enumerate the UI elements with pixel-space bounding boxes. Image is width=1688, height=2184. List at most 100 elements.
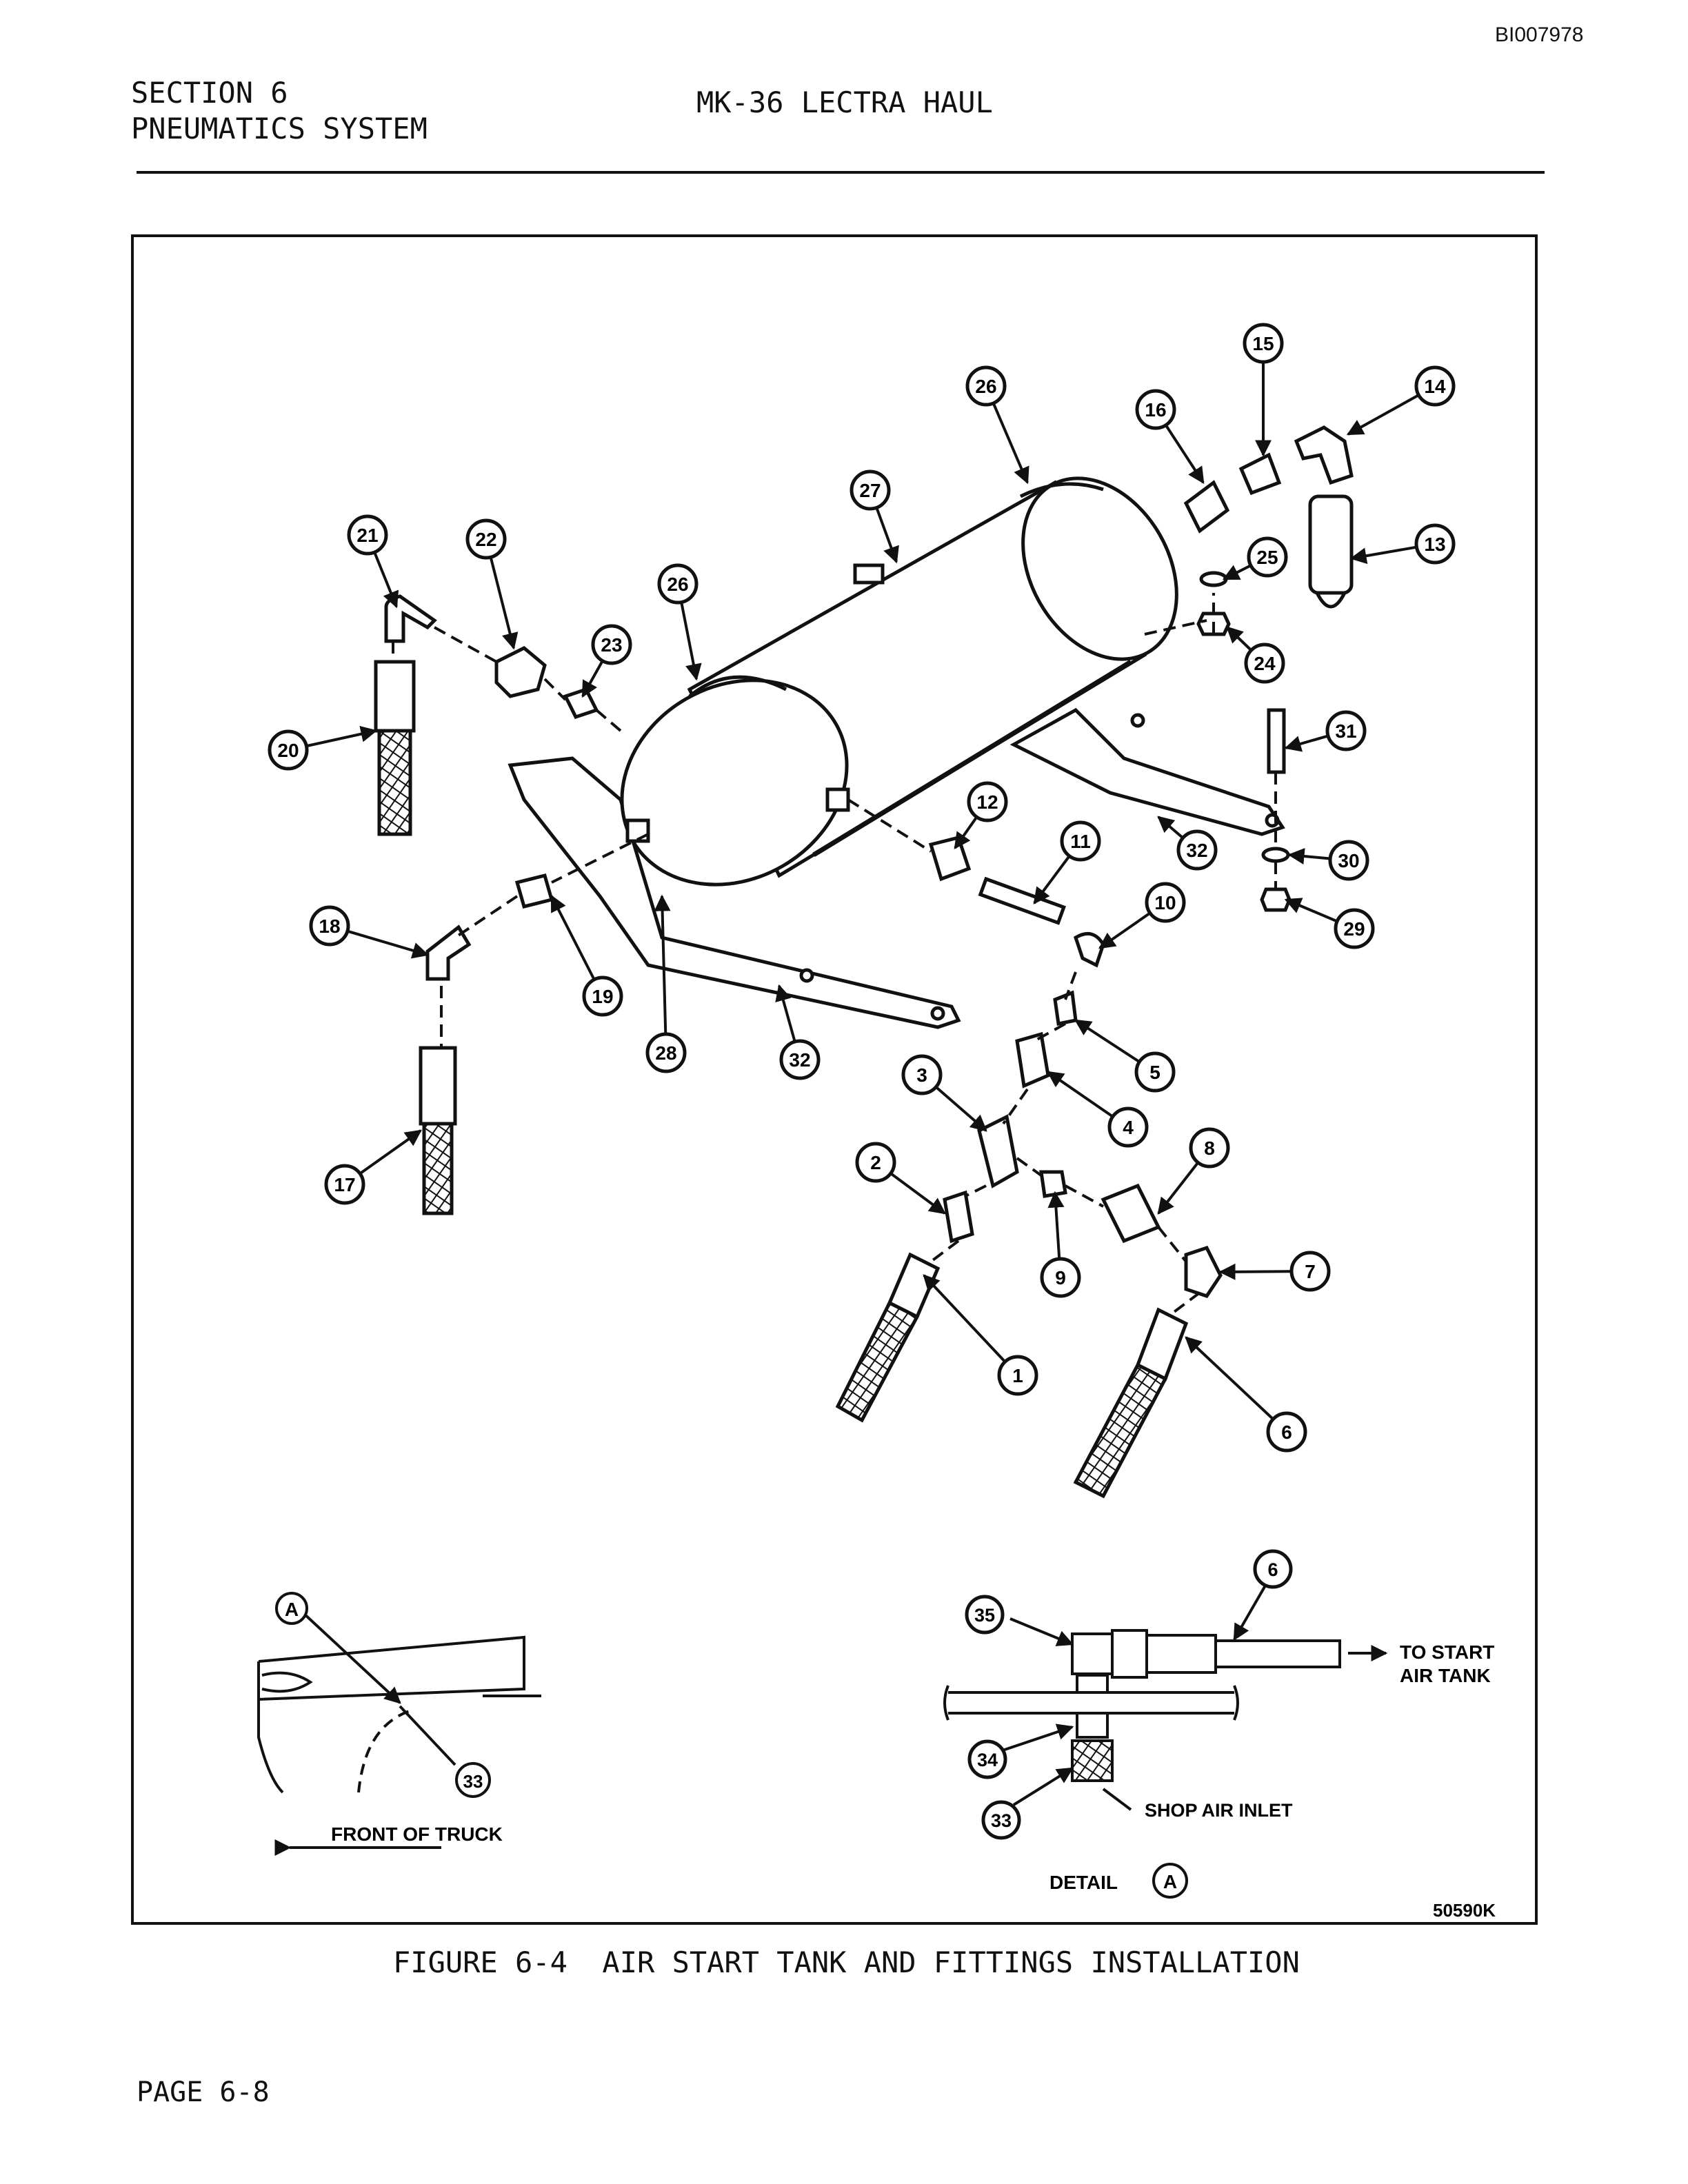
tank-port-fitting <box>825 787 850 812</box>
callout-leader-1 <box>923 1274 1019 1377</box>
detail-callout-number-34: 34 <box>977 1750 998 1770</box>
elbow-18 <box>425 924 472 981</box>
shop-air-inlet-label: SHOP AIR INLET <box>1145 1800 1293 1821</box>
inset-marker-a: A <box>275 1592 308 1625</box>
to-start-label-1: TO START <box>1400 1641 1494 1663</box>
callout-leader-28 <box>654 894 671 1053</box>
detail-callout-circle-6 <box>1253 1549 1293 1589</box>
fitting-15 <box>1238 452 1282 496</box>
manual-title: MK-36 LECTRA HAUL <box>696 85 993 119</box>
elbow-21 <box>384 594 437 643</box>
callout-circle-8 <box>1189 1127 1230 1169</box>
bracket-hole <box>1130 713 1145 728</box>
callout-number-19: 19 <box>592 986 613 1007</box>
callout-number-18: 18 <box>319 916 340 937</box>
callout-number-13: 13 <box>1424 534 1445 555</box>
valve-13-handle <box>1315 592 1347 609</box>
callout-number-29: 29 <box>1343 918 1365 940</box>
detail-callout-number-35: 35 <box>974 1605 995 1626</box>
detail-nut <box>1111 1629 1148 1679</box>
callout-circle-9 <box>1040 1257 1081 1298</box>
elbow-10 <box>1073 931 1105 968</box>
tank-band <box>1019 482 1104 498</box>
callout-number-23: 23 <box>601 634 622 656</box>
tank-lug <box>853 563 885 585</box>
callout-circle-22 <box>465 518 507 560</box>
section-label: SECTION 6 <box>131 76 288 110</box>
washer-25 <box>1199 571 1228 587</box>
callout-circle-24 <box>1244 643 1285 684</box>
callout-number-15: 15 <box>1252 333 1274 354</box>
centerlines <box>392 593 1277 1315</box>
fitting-23 <box>563 687 599 720</box>
callout-circle-11 <box>1060 820 1101 862</box>
detail-callout-circle-35 <box>965 1595 1005 1635</box>
callout-circle-26 <box>965 365 1007 407</box>
bracket-hole <box>930 1006 945 1021</box>
header-rule <box>137 171 1545 174</box>
bolt-31 <box>1267 708 1286 774</box>
elbow-7 <box>1184 1245 1223 1298</box>
detail-nipple-34 <box>1076 1674 1109 1694</box>
inset-callout-33: 33 <box>455 1762 491 1798</box>
callout-circle-19 <box>582 975 623 1017</box>
callout-number-8: 8 <box>1204 1138 1215 1159</box>
detail-tee-35 <box>1071 1632 1114 1675</box>
callout-number-10: 10 <box>1154 892 1176 913</box>
detail-a-marker: A <box>1152 1863 1188 1899</box>
callout-number-32: 32 <box>789 1049 810 1071</box>
mounting-bracket-rear <box>1009 707 1285 836</box>
callout-circle-16 <box>1135 389 1176 430</box>
callout-circle-23 <box>591 624 632 665</box>
tank-group <box>508 476 1285 1029</box>
fitting-12 <box>928 836 972 882</box>
callout-circle-17 <box>324 1164 365 1205</box>
callout-number-12: 12 <box>976 791 998 813</box>
callout-circle-25 <box>1247 536 1288 578</box>
hose-20 <box>377 729 412 836</box>
callout-number-26: 26 <box>667 574 688 595</box>
callout-number-24: 24 <box>1254 653 1276 674</box>
callout-circle-13 <box>1414 523 1456 565</box>
to-start-label-2: AIR TANK <box>1400 1665 1491 1686</box>
callout-number-4: 4 <box>1123 1117 1134 1138</box>
callout-circle-10 <box>1145 882 1186 923</box>
callout-number-31: 31 <box>1335 720 1356 742</box>
callout-circle-29 <box>1334 908 1375 949</box>
front-of-truck-label: FRONT OF TRUCK <box>331 1823 503 1845</box>
callout-circle-1 <box>997 1355 1038 1396</box>
detail-nut-34 <box>1076 1712 1109 1739</box>
fitting-4 <box>1015 1031 1050 1089</box>
detail-a-assembly <box>943 1585 1388 1811</box>
mounting-bracket-front <box>508 756 961 1029</box>
callout-circle-18 <box>309 905 350 947</box>
hose-end-20 <box>374 660 416 733</box>
detail-label: DETAIL <box>1049 1872 1118 1893</box>
callout-circle-32 <box>779 1039 821 1080</box>
detail-hose-6 <box>1214 1639 1341 1668</box>
callout-leader-6 <box>1185 1336 1288 1433</box>
tee-22 <box>494 646 547 698</box>
callout-number-30: 30 <box>1338 850 1359 871</box>
hose-end-17 <box>419 1046 457 1126</box>
callout-circle-32 <box>1176 829 1218 871</box>
hose-1 <box>835 1300 920 1423</box>
callout-circle-28 <box>645 1032 687 1073</box>
callout-number-28: 28 <box>655 1042 676 1064</box>
callout-circle-5 <box>1134 1051 1176 1093</box>
detail-hose-end <box>1145 1634 1217 1674</box>
callout-circle-21 <box>347 514 388 556</box>
callout-number-3: 3 <box>916 1064 927 1086</box>
hose-6 <box>1073 1362 1168 1499</box>
fitting-19 <box>514 873 554 909</box>
callout-circle-7 <box>1289 1251 1331 1292</box>
tank-band <box>688 675 787 698</box>
callout-circle-15 <box>1243 323 1284 364</box>
callout-circle-14 <box>1414 365 1456 407</box>
drawing-number: 50590K <box>1433 1900 1496 1921</box>
fitting-2 <box>943 1190 974 1244</box>
detail-inlet-33 <box>1071 1739 1114 1782</box>
